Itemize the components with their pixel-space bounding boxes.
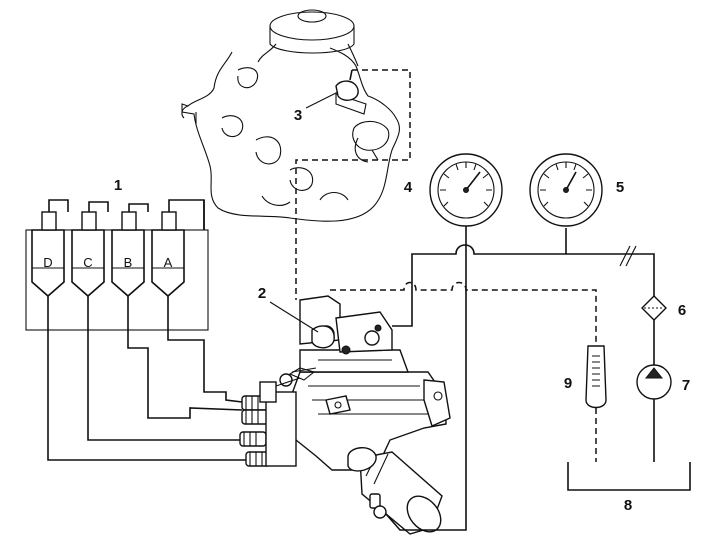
injector-label-a: A: [164, 255, 173, 270]
callout-8: 8: [624, 497, 632, 514]
injector-c: [71, 201, 109, 298]
injector-b: [111, 203, 149, 298]
top-pump-sketch: [181, 9, 400, 222]
callout-5: 5: [616, 179, 624, 196]
supply-lines: [385, 226, 655, 531]
callout-1: 1: [114, 177, 122, 194]
pressure-gauge-5: [529, 153, 603, 227]
callout-7: 7: [682, 377, 690, 394]
injector-label-d: D: [43, 255, 52, 270]
fuel-filter: [641, 295, 667, 321]
injector-label-c: C: [83, 255, 92, 270]
injector-a: [151, 199, 205, 298]
injector-d: [31, 199, 69, 298]
callout-4: 4: [404, 179, 413, 196]
injector-label-b: B: [124, 255, 133, 270]
pressure-gauge-4: [429, 153, 503, 227]
pump-shaft: [347, 447, 443, 535]
measuring-glass: [585, 345, 607, 409]
injection-pump: [239, 295, 451, 535]
leader-lines: [269, 91, 339, 333]
high-pressure-lines: [47, 200, 248, 461]
pump-outlets: [239, 367, 317, 467]
overflow-valve: [335, 69, 359, 101]
feed-pump: [636, 364, 672, 400]
injector-bank: D C B A: [25, 199, 209, 331]
callout-2: 2: [258, 285, 266, 302]
callout-3: 3: [294, 107, 302, 124]
callout-6: 6: [678, 302, 686, 319]
fuel-tank: [567, 462, 691, 491]
callout-9: 9: [564, 375, 572, 392]
